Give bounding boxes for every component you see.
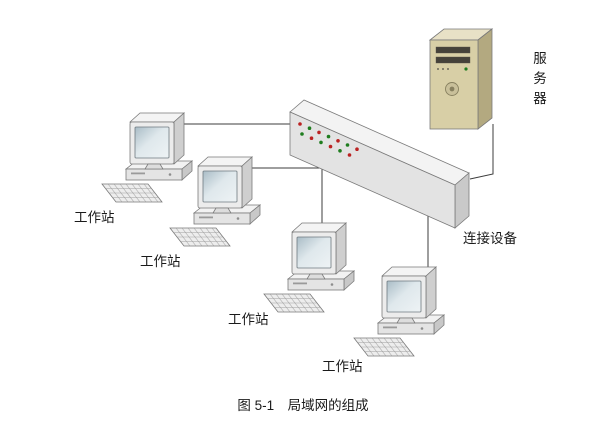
workstation-3 [263, 222, 355, 313]
led-indicator [307, 126, 312, 130]
server [428, 28, 494, 130]
workstation-label-3: 工作站 [228, 312, 269, 327]
switch-leds [298, 122, 359, 157]
figure-caption: 图 5-1 局域网的组成 [237, 398, 368, 413]
server-power-led [464, 67, 468, 71]
led-indicator [338, 149, 342, 153]
server-vent-dot [437, 68, 439, 70]
server-vent-dot [447, 68, 449, 70]
server-vent-dot [442, 68, 444, 70]
server-label-char: 器 [533, 91, 547, 106]
led-indicator [336, 139, 340, 143]
led-indicator [345, 143, 350, 147]
led-indicator [328, 144, 333, 149]
workstation-label-1: 工作站 [74, 210, 115, 225]
led-indicator [326, 134, 331, 139]
server-label: 服 务 器 [533, 51, 547, 106]
led-indicator [298, 122, 302, 126]
switch-label: 连接设备 [463, 230, 517, 246]
switch [289, 99, 470, 229]
cables [168, 123, 494, 270]
server-badge-center [449, 86, 455, 92]
cable-server-switch [469, 124, 494, 180]
switch-front [289, 111, 456, 229]
workstation-1 [101, 112, 193, 203]
workstation-label-4: 工作站 [322, 359, 363, 374]
workstation-label-2: 工作站 [140, 254, 181, 269]
led-indicator [347, 153, 352, 157]
server-drive-bay [435, 56, 471, 64]
led-indicator [309, 136, 314, 140]
server-label-char: 服 [533, 51, 547, 66]
led-indicator [355, 147, 359, 151]
led-indicator [319, 140, 323, 145]
workstation-4 [353, 266, 445, 357]
server-drive-bay [435, 46, 471, 54]
server-side [477, 28, 493, 130]
led-indicator [317, 130, 321, 135]
led-indicator [300, 132, 304, 136]
server-label-char: 务 [533, 71, 547, 86]
